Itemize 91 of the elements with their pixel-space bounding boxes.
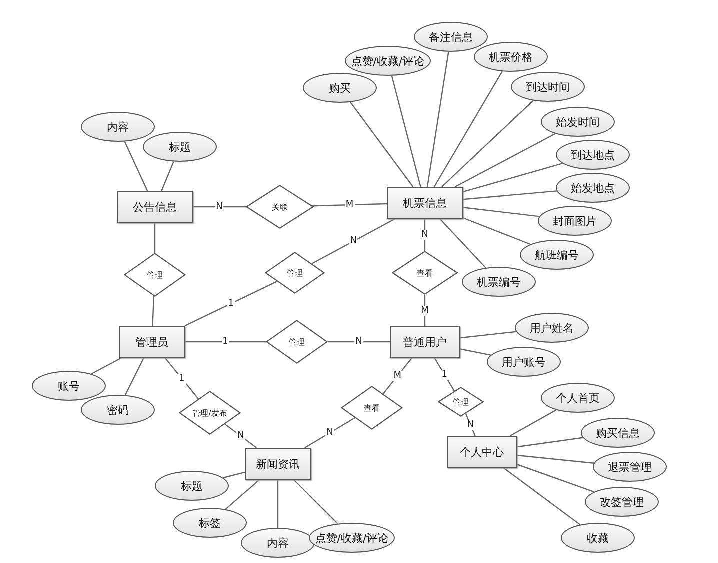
attribute-ellipse: 标题 xyxy=(155,471,229,501)
entity-box: 个人中心 xyxy=(447,436,517,468)
connector-line xyxy=(304,417,356,449)
connector-line xyxy=(440,218,486,268)
attribute-ellipse: 个人首页 xyxy=(541,383,615,413)
cardinality-label: N xyxy=(215,202,224,212)
attribute-ellipse: 到达时间 xyxy=(511,72,585,102)
connector-line xyxy=(424,295,426,326)
relationship-diamond: 查看 xyxy=(392,251,458,295)
attribute-ellipse: 收藏 xyxy=(561,523,635,553)
attribute-ellipse: 购买信息 xyxy=(581,418,655,448)
attribute-ellipse: 备注信息 xyxy=(414,22,488,52)
connector-line xyxy=(154,223,156,253)
cardinality-label: 1 xyxy=(222,337,230,347)
connector-line xyxy=(185,341,266,343)
connector-line xyxy=(462,207,540,218)
attribute-ellipse: 用户姓名 xyxy=(515,313,589,343)
cardinality-label: M xyxy=(392,370,403,381)
connector-line xyxy=(434,71,503,188)
attribute-ellipse: 点赞/收藏/评论 xyxy=(345,46,431,76)
attribute-ellipse: 标签 xyxy=(173,508,247,538)
attribute-ellipse: 内容 xyxy=(81,112,155,142)
connector-line xyxy=(424,219,426,251)
attribute-ellipse: 改签管理 xyxy=(585,487,659,517)
connector-line xyxy=(462,217,531,246)
entity-box: 机票信息 xyxy=(387,187,463,219)
attribute-ellipse: 用户账号 xyxy=(487,347,561,377)
connector-line xyxy=(442,100,534,188)
attribute-ellipse: 到达地点 xyxy=(556,140,630,170)
connector-line xyxy=(516,464,594,493)
attribute-ellipse: 密码 xyxy=(81,395,155,425)
relationship-diamond: 关联 xyxy=(246,185,314,229)
entity-box: 公告信息 xyxy=(117,191,193,223)
attribute-ellipse: 标题 xyxy=(143,132,217,162)
cardinality-label: 1 xyxy=(440,370,448,380)
attribute-ellipse: 航班编号 xyxy=(520,240,594,270)
connector-line xyxy=(462,190,557,200)
cardinality-label: N xyxy=(354,337,364,347)
connector-line xyxy=(225,480,260,510)
connector-line xyxy=(454,133,556,188)
attribute-ellipse: 点赞/收藏/评论 xyxy=(309,523,395,553)
connector-line xyxy=(434,358,456,392)
connector-line xyxy=(426,52,450,188)
attribute-ellipse: 始发时间 xyxy=(541,107,615,137)
connector-line xyxy=(124,141,148,192)
connector-line xyxy=(193,206,246,208)
connector-line xyxy=(312,203,388,207)
relationship-diamond: 查看 xyxy=(341,386,403,430)
cardinality-label: 1 xyxy=(227,298,235,309)
connector-line xyxy=(462,163,563,193)
connector-line xyxy=(184,281,278,327)
connector-line xyxy=(91,357,122,375)
connector-line xyxy=(223,472,246,479)
connector-line xyxy=(460,348,492,356)
connector-line xyxy=(460,331,516,339)
connector-line xyxy=(312,218,396,264)
attribute-ellipse: 机票编号 xyxy=(462,267,536,297)
relationship-diamond: 管理 xyxy=(124,253,186,297)
cardinality-label: N xyxy=(236,431,246,442)
cardinality-label: M xyxy=(420,306,430,316)
entity-box: 普通用户 xyxy=(390,326,460,358)
attribute-ellipse: 始发地点 xyxy=(556,173,630,203)
cardinality-label: N xyxy=(420,230,430,240)
attribute-ellipse: 封面图片 xyxy=(538,206,612,236)
relationship-diamond: 管理 xyxy=(266,320,328,364)
connector-line xyxy=(503,468,581,526)
connector-line xyxy=(277,480,279,528)
attribute-ellipse: 内容 xyxy=(241,528,315,558)
attribute-ellipse: 机票价格 xyxy=(474,42,548,72)
attribute-ellipse: 退票管理 xyxy=(593,452,667,482)
relationship-diamond: 管理 xyxy=(438,387,484,417)
connector-line xyxy=(391,76,422,188)
connector-line xyxy=(350,102,414,188)
connector-line xyxy=(294,480,338,524)
cardinality-label: N xyxy=(349,236,358,246)
connector-line xyxy=(516,437,584,448)
connector-line xyxy=(164,358,200,400)
relationship-diamond: 管理 xyxy=(265,252,325,294)
connector-line xyxy=(328,341,390,343)
attribute-ellipse: 购买 xyxy=(303,73,377,103)
cardinality-label: N xyxy=(326,428,334,438)
attribute-ellipse: 账号 xyxy=(32,371,106,401)
connector-line xyxy=(124,358,145,396)
connector-line xyxy=(161,162,174,192)
connector-line xyxy=(510,410,557,437)
connector-line xyxy=(516,454,594,464)
cardinality-label: 1 xyxy=(178,374,186,384)
entity-box: 管理员 xyxy=(119,326,185,358)
entity-box: 新闻资讯 xyxy=(245,448,311,480)
connector-line xyxy=(152,296,155,326)
cardinality-label: N xyxy=(466,420,475,430)
